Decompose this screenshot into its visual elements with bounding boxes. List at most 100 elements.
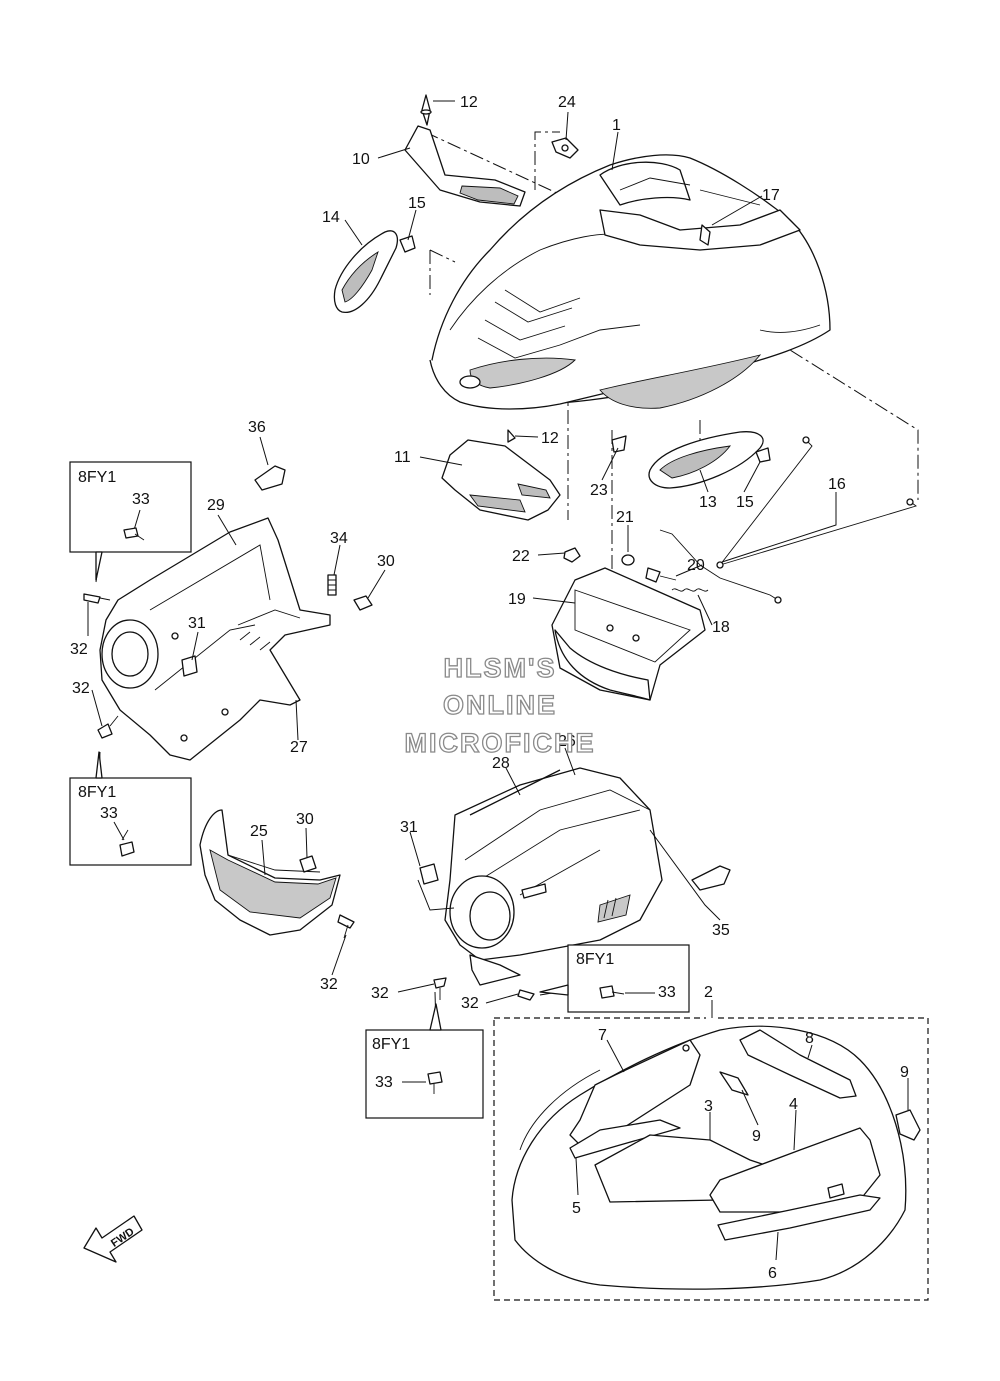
- callout-17: 17: [762, 187, 780, 204]
- callout-29: 29: [207, 497, 225, 514]
- callout-13: 13: [699, 494, 717, 511]
- callout-34: 34: [330, 530, 348, 547]
- part-30-nut-bottom: [299, 855, 317, 873]
- svg-text:8FY1: 8FY1: [78, 469, 116, 486]
- callout-28: 28: [492, 755, 510, 772]
- callout-32-b: 32: [72, 680, 90, 697]
- part-30-nut-top: [353, 595, 373, 611]
- callout-20: 20: [687, 557, 705, 574]
- part-19-bracket: [551, 567, 706, 701]
- callout-12-b: 12: [541, 430, 559, 447]
- box-8fy1-bottom-center: 8FY1 33: [365, 1003, 484, 1119]
- callout-3: 3: [704, 1098, 713, 1115]
- box-8fy1-top-left: 8FY1 33: [69, 461, 192, 581]
- part-11-vent: [441, 429, 561, 521]
- box-8fy1-mid-left: 8FY1 33: [69, 751, 192, 866]
- part-32-screws-center: [433, 977, 535, 1001]
- part-23: [611, 435, 627, 453]
- part-22-nut: [563, 547, 581, 563]
- svg-text:MICROFICHE: MICROFICHE: [405, 728, 596, 758]
- main-hood: [429, 154, 831, 410]
- svg-text:33: 33: [100, 805, 118, 822]
- callout-32-e: 32: [461, 995, 479, 1012]
- part-31-clip-lower: [419, 863, 439, 885]
- callout-23: 23: [590, 482, 608, 499]
- part-7-trim: [569, 1039, 701, 1146]
- callout-15-b: 15: [736, 494, 754, 511]
- part-32-screws-left: [83, 593, 119, 739]
- callout-21: 21: [616, 509, 634, 526]
- part-15-lower: [755, 447, 771, 463]
- part-9-clip-right: [895, 1109, 921, 1141]
- callout-31-a: 31: [188, 615, 206, 632]
- part-24-clip: [551, 137, 579, 159]
- watermark: HLSM'S ONLINE MICROFICHE: [404, 652, 596, 758]
- callout-18: 18: [712, 619, 730, 636]
- part-10-handle: [404, 125, 526, 207]
- part-28-center-cover: [444, 767, 663, 986]
- callout-24: 24: [558, 94, 576, 111]
- callout-36: 36: [248, 419, 266, 436]
- part-29-side-panel: [99, 517, 331, 761]
- callout-35: 35: [712, 922, 730, 939]
- part-16-cable: [716, 436, 917, 569]
- callout-16: 16: [828, 476, 846, 493]
- svg-text:33: 33: [658, 984, 676, 1001]
- svg-text:33: 33: [132, 491, 150, 508]
- svg-text:33: 33: [375, 1074, 393, 1091]
- callout-10: 10: [352, 151, 370, 168]
- part-4-panel: [709, 1127, 881, 1213]
- part-15-upper: [399, 235, 416, 253]
- part-25-cover: [199, 809, 341, 936]
- part-36-clip: [254, 465, 286, 491]
- callout-8: 8: [805, 1030, 814, 1047]
- callout-30-a: 30: [377, 553, 395, 570]
- callout-4: 4: [789, 1096, 798, 1113]
- callout-31-b: 31: [400, 819, 418, 836]
- svg-text:8FY1: 8FY1: [576, 951, 614, 968]
- callout-14: 14: [322, 209, 340, 226]
- part-18-spring: [659, 529, 782, 604]
- callout-9-b: 9: [900, 1064, 909, 1081]
- part-13-vent: [648, 431, 764, 489]
- callout-6: 6: [768, 1265, 777, 1282]
- fwd-arrow-icon: FWD: [83, 1215, 143, 1263]
- callout-32-a: 32: [70, 641, 88, 658]
- part-14-vent: [333, 230, 399, 313]
- callout-30-b: 30: [296, 811, 314, 828]
- svg-text:8FY1: 8FY1: [372, 1036, 410, 1053]
- part-32-screw-bottom: [337, 914, 355, 939]
- callout-5: 5: [572, 1200, 581, 1217]
- callout-labels: 12 24 1 10 17 15 14 12 11 23 13 15 16 21…: [70, 94, 909, 1282]
- callout-1: 1: [612, 117, 621, 134]
- svg-text:8FY1: 8FY1: [78, 784, 116, 801]
- part-6-trim: [717, 1194, 881, 1241]
- callout-12-a: 12: [460, 94, 478, 111]
- part-17: [699, 224, 711, 246]
- part-34-bolt: [327, 574, 337, 596]
- callout-32-d: 32: [371, 985, 389, 1002]
- callout-32-c: 32: [320, 976, 338, 993]
- callout-9-a: 9: [752, 1128, 761, 1145]
- part-5-trim: [569, 1119, 681, 1159]
- svg-text:ONLINE: ONLINE: [443, 690, 557, 720]
- callout-15-a: 15: [408, 195, 426, 212]
- part-9-clip-inner: [719, 1071, 749, 1096]
- callout-26: 26: [558, 733, 576, 750]
- leader-lines: [87, 100, 909, 1261]
- callout-22: 22: [512, 548, 530, 565]
- callout-19: 19: [508, 591, 526, 608]
- callout-25: 25: [250, 823, 268, 840]
- box-8fy1-center-right: 8FY1 33: [539, 944, 690, 1013]
- callout-2: 2: [704, 984, 713, 1001]
- part-20-bolt: [645, 567, 677, 583]
- part-8-trim: [739, 1029, 857, 1099]
- svg-text:HLSM'S: HLSM'S: [444, 653, 557, 683]
- part-21-collar: [621, 554, 635, 566]
- callout-11: 11: [394, 449, 411, 466]
- part-35-clip: [691, 865, 731, 891]
- callout-27: 27: [290, 739, 308, 756]
- part-12-pin-top: [420, 94, 432, 126]
- callout-7: 7: [598, 1027, 607, 1044]
